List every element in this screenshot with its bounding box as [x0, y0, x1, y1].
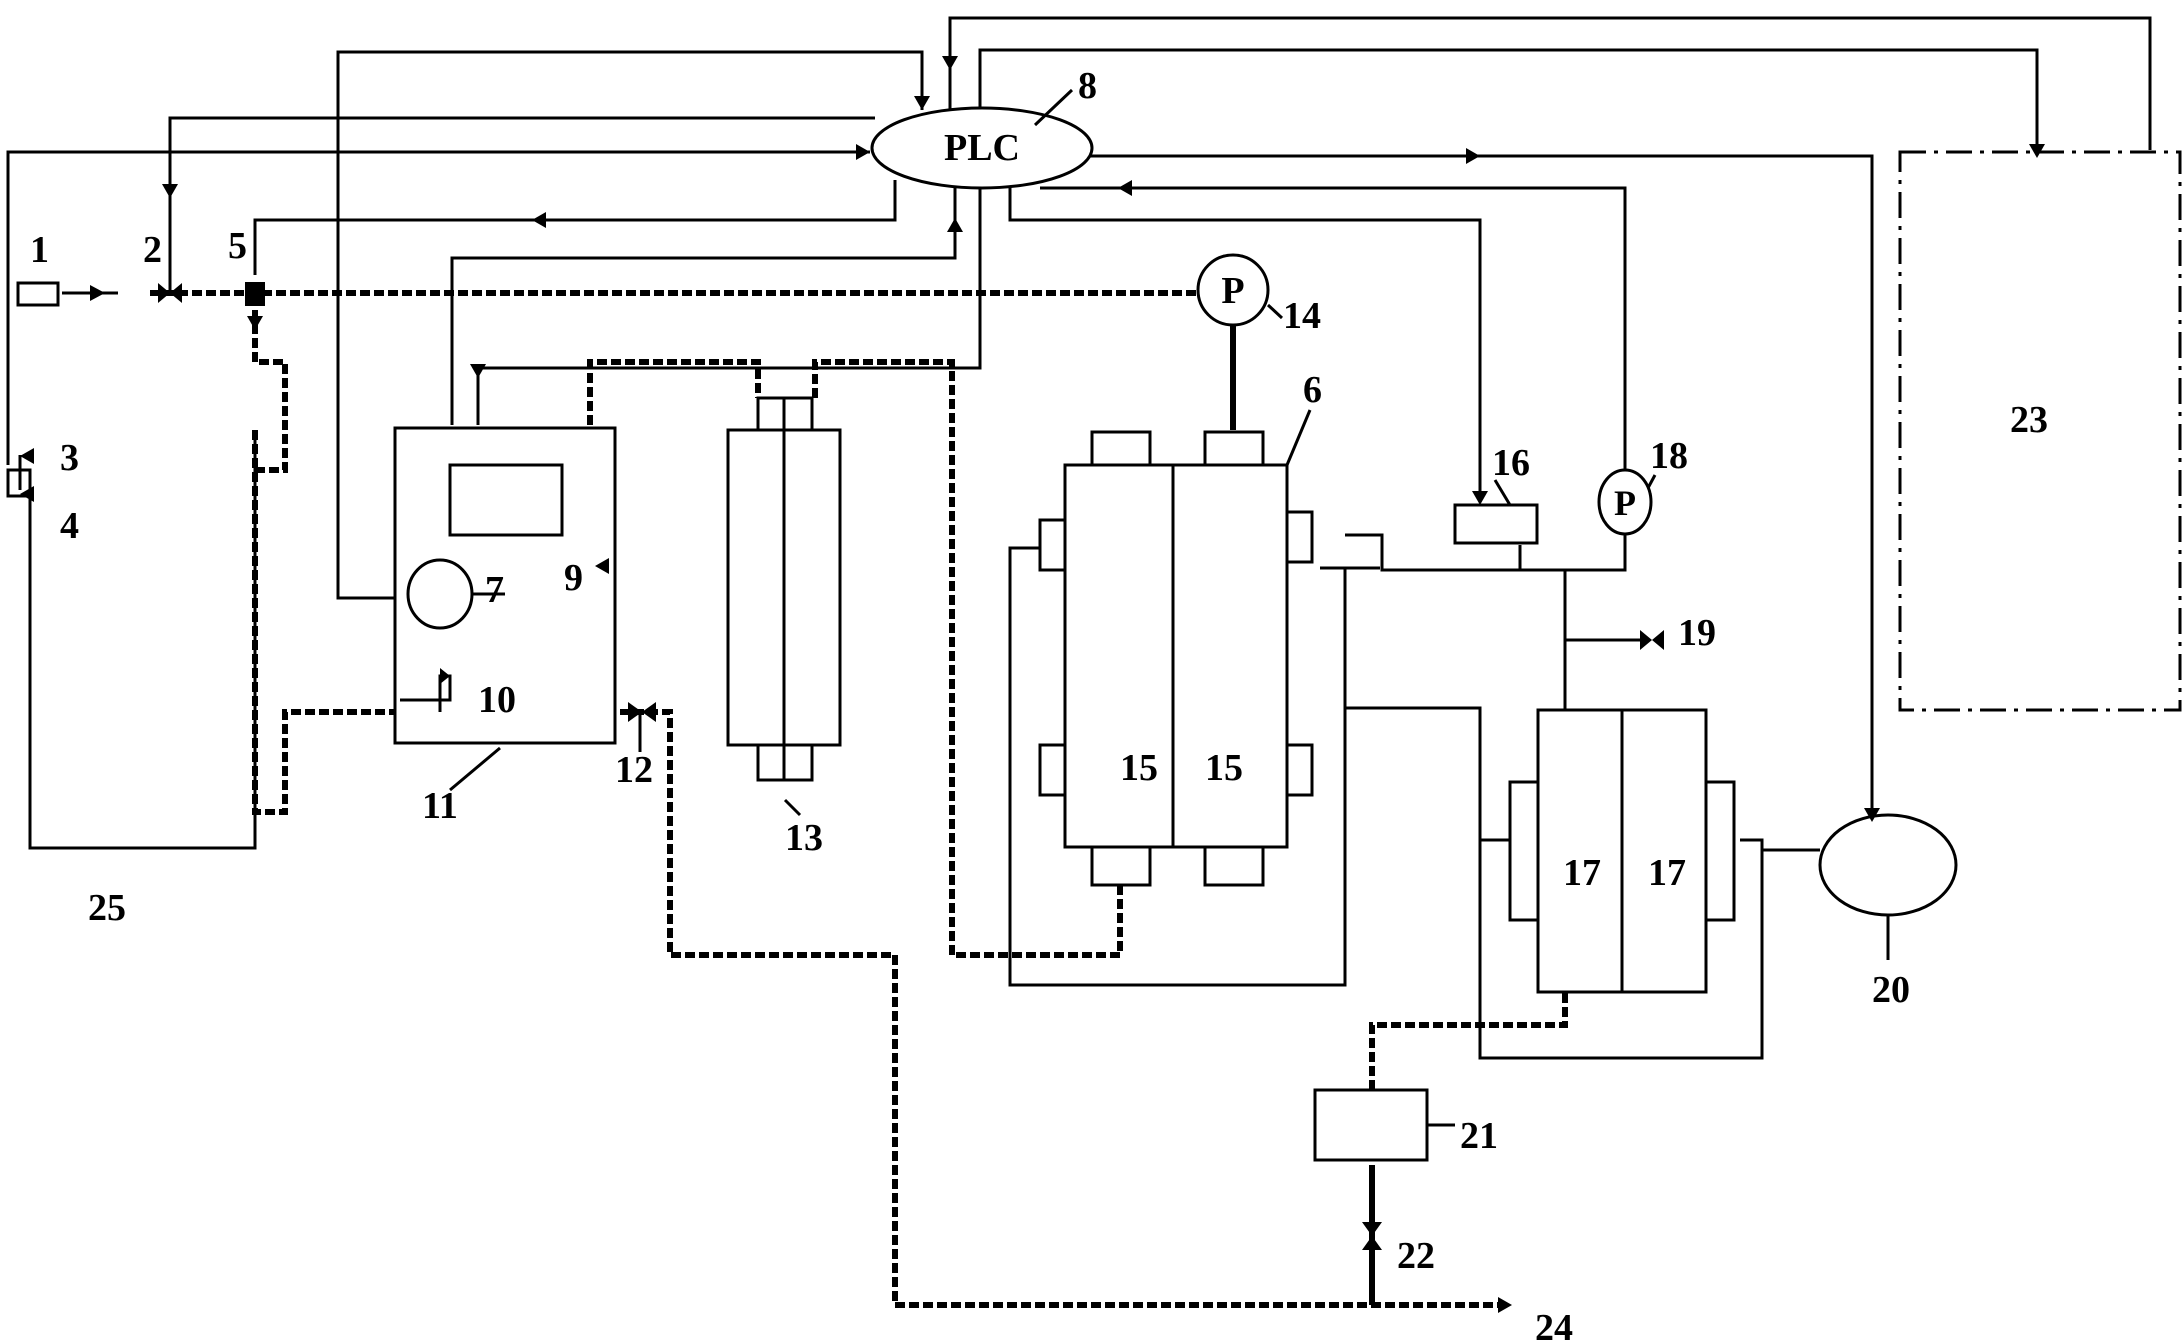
plc-label: PLC: [944, 127, 1020, 169]
label-23: 23: [2010, 399, 2048, 441]
label-22: 22: [1397, 1235, 1435, 1277]
label-15a: 15: [1120, 747, 1158, 789]
label-5: 5: [228, 225, 247, 267]
label-7: 7: [485, 569, 504, 611]
label-25: 25: [88, 887, 126, 929]
label-20: 20: [1872, 969, 1910, 1011]
label-10: 10: [478, 679, 516, 721]
label-19: 19: [1678, 612, 1716, 654]
label-6: 6: [1303, 369, 1322, 411]
label-21: 21: [1460, 1115, 1498, 1157]
label-12: 12: [615, 749, 653, 791]
tank-20: [1818, 813, 1958, 917]
display-panel: [448, 463, 564, 537]
valve-5[interactable]: [245, 282, 265, 306]
valve-2[interactable]: [158, 283, 182, 303]
label-14: 14: [1283, 295, 1321, 337]
signal-arrows: [20, 56, 2045, 1313]
unit-16: [1453, 503, 1539, 545]
label-11: 11: [422, 785, 458, 827]
unit-11: [393, 426, 617, 745]
pressure-gauge-18: P: [1597, 468, 1653, 536]
svg-text:P: P: [1614, 483, 1636, 523]
process-lines: [1008, 522, 1820, 1060]
level-probes: [6, 455, 32, 498]
leader-lines: [449, 88, 1890, 1127]
label-3: 3: [60, 437, 79, 479]
valve-19[interactable]: [1640, 630, 1664, 650]
label-8: 8: [1078, 65, 1097, 107]
label-4: 4: [60, 505, 79, 547]
reference-labels: 1 2 3 4 5 6 7 9 8 9 10 11 12 13 14 15 15…: [30, 65, 2048, 1344]
label-18: 18: [1650, 435, 1688, 477]
flow-arrow-icon: [90, 285, 105, 301]
inlet-1: [16, 281, 60, 307]
pressure-gauge-14: P: [1196, 253, 1270, 327]
valve-22[interactable]: [1362, 1222, 1382, 1250]
label-13: 13: [785, 817, 823, 859]
control-lines: [6, 16, 2152, 822]
svg-text:P: P: [1221, 270, 1244, 312]
column-13: [726, 396, 842, 782]
label-2: 2: [143, 229, 162, 271]
sensor-7: [406, 558, 474, 630]
plc-controller[interactable]: PLC: [870, 106, 1094, 190]
tank-25: [28, 430, 257, 850]
label-15b: 15: [1205, 747, 1243, 789]
label-16: 16: [1492, 442, 1530, 484]
module-6: [1038, 430, 1314, 887]
label-24: 24: [1535, 1307, 1573, 1344]
label-17b: 17: [1648, 852, 1686, 894]
label-1: 1: [30, 229, 49, 271]
module-17: [1508, 708, 1736, 994]
label-17a: 17: [1563, 852, 1601, 894]
label-9: 9: [564, 557, 583, 599]
unit-21: [1313, 1088, 1429, 1162]
valve-12[interactable]: [628, 702, 656, 722]
